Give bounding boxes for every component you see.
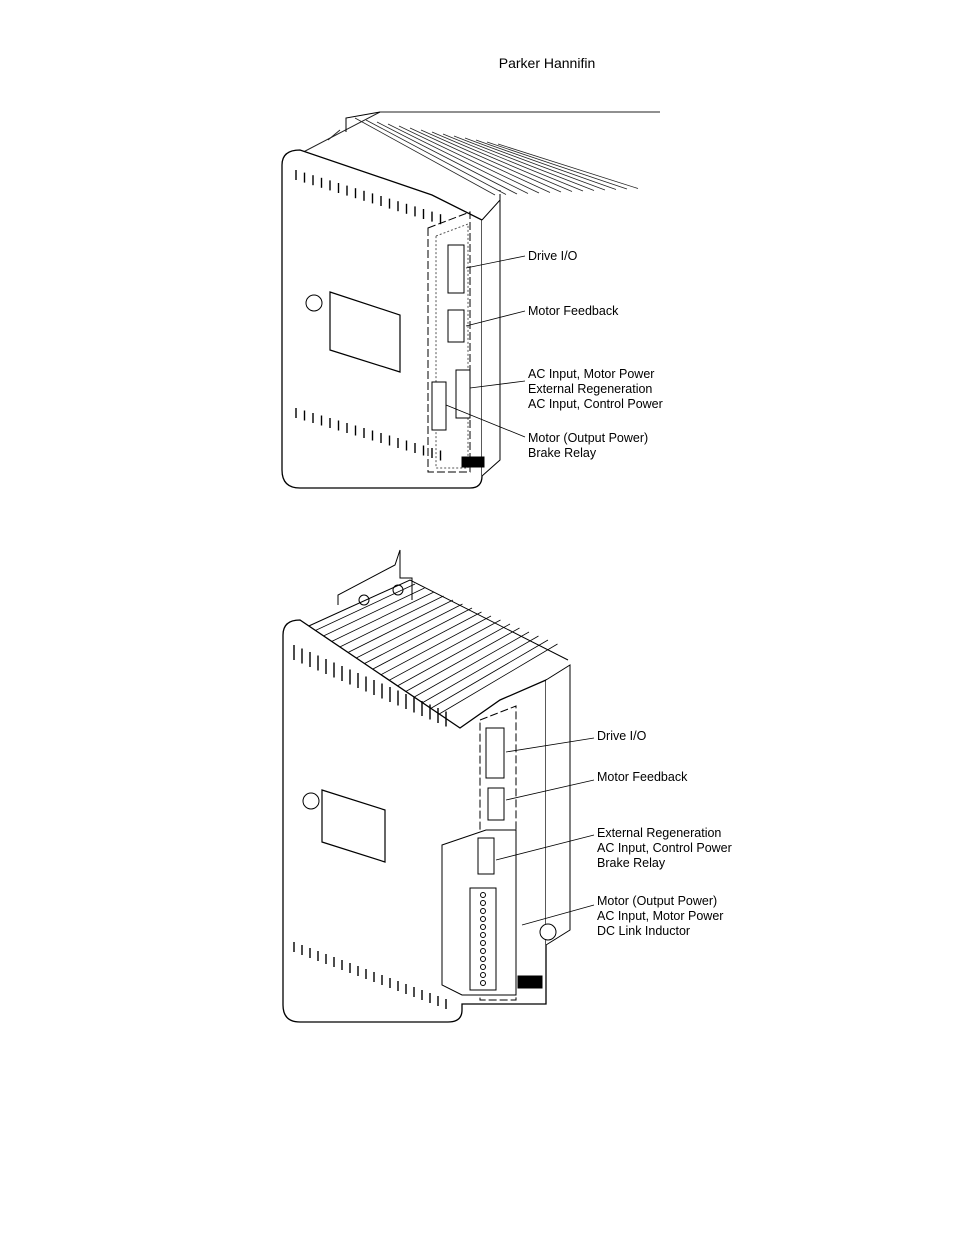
fig2-label-drive-io: Drive I/O bbox=[597, 729, 647, 743]
leader-motor bbox=[446, 405, 525, 437]
drive-body-side bbox=[482, 200, 500, 476]
heatsink-fin bbox=[419, 636, 539, 705]
heatsink-fin bbox=[487, 142, 627, 189]
terminal-screw bbox=[481, 973, 486, 978]
fig2-label-motor-feedback: Motor Feedback bbox=[597, 770, 688, 784]
heatsink-fin bbox=[362, 612, 482, 675]
heatsink-fin bbox=[465, 138, 605, 190]
motor-feedback-connector bbox=[448, 310, 464, 342]
terminal-block-power bbox=[456, 370, 470, 418]
parker-badge bbox=[462, 457, 484, 467]
fig1-label-motor-feedback: Motor Feedback bbox=[528, 304, 619, 318]
fig1-label-power-3: AC Input, Control Power bbox=[528, 397, 663, 411]
heatsink-fin bbox=[409, 632, 529, 700]
terminal-screw bbox=[481, 957, 486, 962]
page-title: Parker Hannifin bbox=[498, 55, 596, 71]
heatsink-fin bbox=[355, 118, 495, 195]
heatsink-fin bbox=[454, 136, 594, 191]
leader-motor-feedback bbox=[466, 311, 525, 326]
fig2-label-motor-1: Motor (Output Power) bbox=[597, 894, 718, 908]
heatsink-fin bbox=[421, 130, 561, 192]
heatsink-fin bbox=[324, 596, 444, 655]
fig1-label-power-1: AC Input, Motor Power bbox=[528, 367, 655, 381]
terminal-block-motor bbox=[432, 382, 446, 430]
drive-io-connector bbox=[448, 245, 464, 293]
fig1-label-drive-io: Drive I/O bbox=[528, 249, 578, 263]
heatsink-fin bbox=[400, 628, 520, 695]
heatsink-fin bbox=[305, 588, 425, 645]
heatsink-fin bbox=[410, 128, 550, 193]
label-plate-large bbox=[322, 790, 385, 862]
terminal-screw bbox=[481, 925, 486, 930]
heatsink-fin bbox=[314, 592, 434, 650]
drive-body-side-large bbox=[546, 665, 570, 945]
terminal-screw bbox=[481, 949, 486, 954]
heatsink-fin bbox=[343, 604, 463, 665]
leader-motor-large bbox=[522, 905, 594, 925]
leader-drive-io bbox=[466, 256, 525, 268]
heatsink-fin bbox=[476, 140, 616, 190]
parker-badge-large bbox=[518, 976, 542, 988]
terminal-screw bbox=[481, 981, 486, 986]
heatsink-fin bbox=[443, 134, 583, 191]
heatsink-fin bbox=[390, 624, 510, 690]
heatsink-fin bbox=[366, 120, 506, 195]
heatsink-fin bbox=[438, 644, 558, 715]
motor-feedback-connector-large bbox=[488, 788, 504, 820]
terminal-screw bbox=[481, 965, 486, 970]
fig1-label-motor-2: Brake Relay bbox=[528, 446, 597, 460]
heatsink-fin bbox=[399, 126, 539, 193]
drive-io-connector-large bbox=[486, 728, 504, 778]
heatsink-fin bbox=[498, 144, 638, 189]
leader-regen-large bbox=[496, 835, 594, 860]
heatsink-fin bbox=[388, 124, 528, 194]
terminal-screw bbox=[481, 941, 486, 946]
fig1-label-power-2: External Regeneration bbox=[528, 382, 653, 396]
terminal-screw bbox=[481, 893, 486, 898]
fig1-label-motor-1: Motor (Output Power) bbox=[528, 431, 649, 445]
leader-motor-feedback-large bbox=[506, 780, 594, 800]
terminal-screw bbox=[481, 909, 486, 914]
label-plate bbox=[330, 292, 400, 372]
fig2-label-motor-3: DC Link Inductor bbox=[597, 924, 691, 938]
fig2-label-regen-1: External Regeneration bbox=[597, 826, 722, 840]
leader-drive-io-large bbox=[506, 738, 594, 752]
terminal-screw bbox=[481, 917, 486, 922]
heatsink-fin bbox=[377, 122, 517, 194]
fig2-label-motor-2: AC Input, Motor Power bbox=[597, 909, 724, 923]
terminal-block-lower bbox=[470, 888, 496, 990]
heatsink-fin bbox=[381, 620, 501, 685]
terminal-block-upper bbox=[478, 838, 494, 874]
heatsink-fin bbox=[371, 616, 491, 680]
heatsink-fin bbox=[352, 608, 472, 670]
heatsink-fin bbox=[333, 600, 453, 660]
logo-circle bbox=[306, 295, 322, 311]
fig2-label-regen-3: Brake Relay bbox=[597, 856, 666, 870]
logo-circle-large bbox=[303, 793, 319, 809]
terminal-screw bbox=[481, 901, 486, 906]
cable-clamp bbox=[540, 924, 556, 940]
fig2-label-regen-2: AC Input, Control Power bbox=[597, 841, 732, 855]
terminal-screw bbox=[481, 933, 486, 938]
mounting-bracket bbox=[338, 550, 412, 605]
leader-power bbox=[470, 381, 525, 388]
heatsink-fin bbox=[432, 132, 572, 192]
heatsink-fin bbox=[428, 640, 548, 710]
